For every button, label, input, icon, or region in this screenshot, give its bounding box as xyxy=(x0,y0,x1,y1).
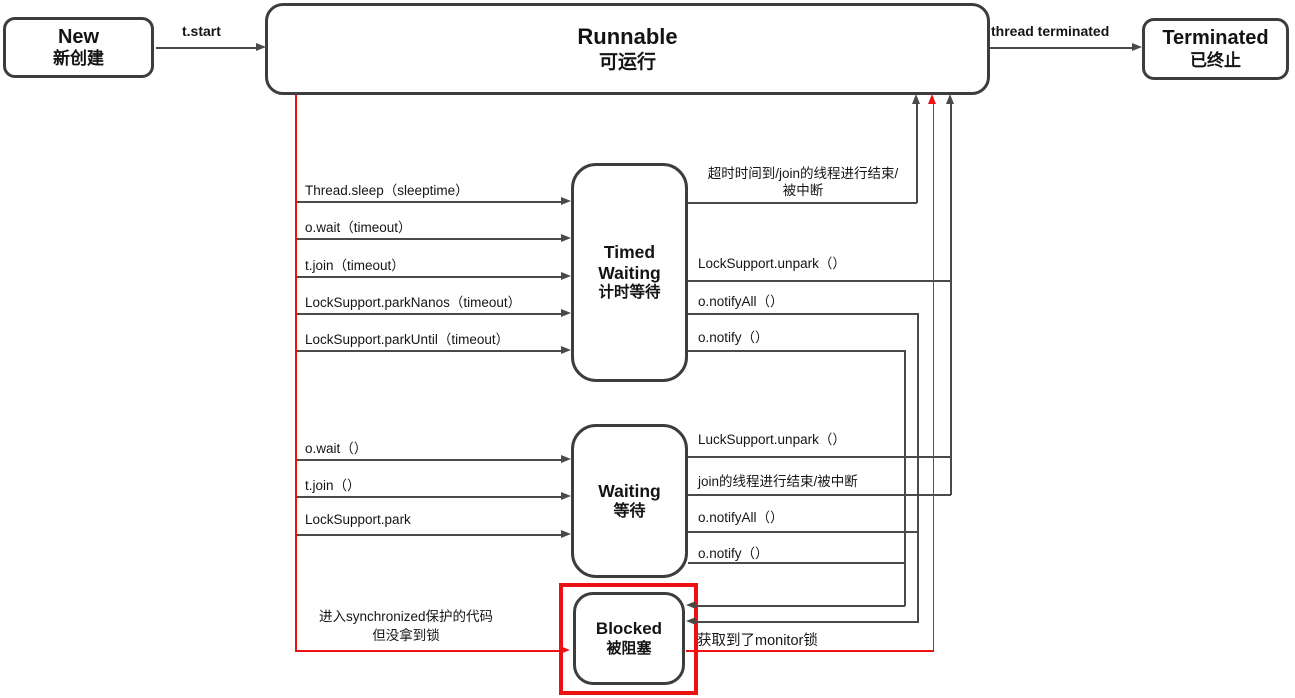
line-owait-timeout xyxy=(296,238,562,240)
line-sleep xyxy=(296,201,562,203)
state-blocked-subtitle: 被阻塞 xyxy=(606,639,652,657)
state-waiting-subtitle: 等待 xyxy=(613,502,646,520)
label-w-unpark: LuckSupport.unpark（） xyxy=(698,432,846,447)
line-notify-merge-v xyxy=(904,350,906,606)
line-owait xyxy=(296,459,562,461)
label-tjoin: t.join（） xyxy=(305,478,361,493)
label-owait: o.wait（） xyxy=(305,441,368,456)
line-red-blocked-to-runnable-h xyxy=(686,650,934,652)
arrowhead-red-into-blocked xyxy=(560,646,570,654)
line-w-unpark-h xyxy=(688,456,951,458)
state-blocked-title: Blocked xyxy=(595,618,663,638)
state-terminated: Terminated 已终止 xyxy=(1142,18,1289,80)
label-w-join-return: join的线程进行结束/被中断 xyxy=(698,474,858,489)
label-sleep: Thread.sleep（sleeptime） xyxy=(305,183,469,198)
arrowhead-red-into-runnable xyxy=(928,94,936,104)
line-parknanos xyxy=(296,313,562,315)
label-enter-synchronized-line1: 进入synchronized保护的代码 xyxy=(318,609,494,624)
blocked-highlight-rect xyxy=(559,583,698,695)
line-w-notifyall-h xyxy=(688,531,918,533)
line-parkuntil xyxy=(296,350,562,352)
state-new-subtitle: 新创建 xyxy=(53,49,104,69)
line-tjoin xyxy=(296,496,562,498)
line-notifyall-into-blocked xyxy=(695,621,918,623)
line-t-start xyxy=(156,47,257,49)
label-tw-unpark: LockSupport.unpark（） xyxy=(698,256,846,271)
state-runnable: Runnable 可运行 xyxy=(265,3,990,95)
state-timed-waiting-title2: Waiting xyxy=(598,263,661,284)
state-runnable-title: Runnable xyxy=(577,24,678,49)
label-got-monitor-lock: 获取到了monitor锁 xyxy=(697,633,818,649)
arrowhead-t-start xyxy=(256,43,266,51)
line-red-runnable-to-blocked-h xyxy=(295,650,561,652)
arrowhead-tjoin-timeout xyxy=(561,272,571,280)
label-owait-timeout: o.wait（timeout） xyxy=(305,220,412,235)
state-new: New 新创建 xyxy=(3,17,154,78)
state-waiting-title: Waiting xyxy=(598,480,661,501)
state-timed-waiting-title1: Timed xyxy=(603,241,656,262)
line-tw-notify-h xyxy=(688,350,905,352)
state-timed-waiting-subtitle: 计时等待 xyxy=(598,284,661,302)
arrowhead-timeout-return xyxy=(912,94,920,104)
label-parkuntil: LockSupport.parkUntil（timeout） xyxy=(305,332,510,347)
state-waiting: Waiting 等待 xyxy=(571,424,688,578)
label-tw-notifyall: o.notifyAll（） xyxy=(698,294,784,309)
state-timed-waiting: Timed Waiting 计时等待 xyxy=(571,163,688,382)
line-tjoin-timeout xyxy=(296,276,562,278)
line-red-blocked-to-runnable-v xyxy=(932,102,934,651)
line-timeout-return-h xyxy=(688,202,917,204)
arrowhead-thread-terminated xyxy=(1132,43,1142,51)
state-new-title: New xyxy=(57,25,100,48)
arrowhead-owait-timeout xyxy=(561,234,571,242)
line-lockpark xyxy=(296,534,562,536)
label-w-notifyall: o.notifyAll（） xyxy=(698,510,784,525)
label-thread-terminated: thread terminated xyxy=(991,23,1110,39)
line-unpark-merge-v xyxy=(950,102,952,495)
state-runnable-subtitle: 可运行 xyxy=(598,51,656,73)
label-timeout-return-line1: 超时时间到/join的线程进行结束/ xyxy=(707,166,899,181)
arrowhead-parknanos xyxy=(561,309,571,317)
line-w-notify-h xyxy=(688,562,905,564)
label-w-notify: o.notify（） xyxy=(698,546,769,561)
label-tjoin-timeout: t.join（timeout） xyxy=(305,258,405,273)
line-tw-notifyall-h xyxy=(688,313,918,315)
label-timeout-return: 超时时间到/join的线程进行结束/ 被中断 xyxy=(690,165,916,199)
arrowhead-parkuntil xyxy=(561,346,571,354)
label-lockpark: LockSupport.park xyxy=(305,512,411,527)
arrowhead-tjoin xyxy=(561,492,571,500)
label-timeout-return-line2: 被中断 xyxy=(782,183,824,198)
label-parknanos: LockSupport.parkNanos（timeout） xyxy=(305,295,522,310)
line-red-runnable-to-blocked-v xyxy=(295,95,297,652)
label-t-start: t.start xyxy=(182,23,221,39)
label-enter-synchronized: 进入synchronized保护的代码 但没拿到锁 xyxy=(298,607,514,645)
state-terminated-subtitle: 已终止 xyxy=(1190,50,1241,70)
line-notify-into-blocked xyxy=(695,605,905,607)
arrowhead-owait xyxy=(561,455,571,463)
line-tw-unpark-h xyxy=(688,280,951,282)
arrowhead-notify-into-blocked xyxy=(686,601,696,609)
arrowhead-unpark-merge xyxy=(946,94,954,104)
line-notifyall-merge-v xyxy=(917,313,919,623)
arrowhead-sleep xyxy=(561,197,571,205)
state-terminated-title: Terminated xyxy=(1162,27,1269,50)
line-timeout-return-v xyxy=(916,102,918,203)
arrowhead-notifyall-into-blocked xyxy=(686,617,696,625)
line-thread-terminated xyxy=(990,47,1133,49)
label-enter-synchronized-line2: 但没拿到锁 xyxy=(372,628,440,643)
line-w-join-return-h xyxy=(688,494,951,496)
label-tw-notify: o.notify（） xyxy=(698,330,769,345)
arrowhead-lockpark xyxy=(561,530,571,538)
state-blocked: Blocked 被阻塞 xyxy=(573,592,685,685)
